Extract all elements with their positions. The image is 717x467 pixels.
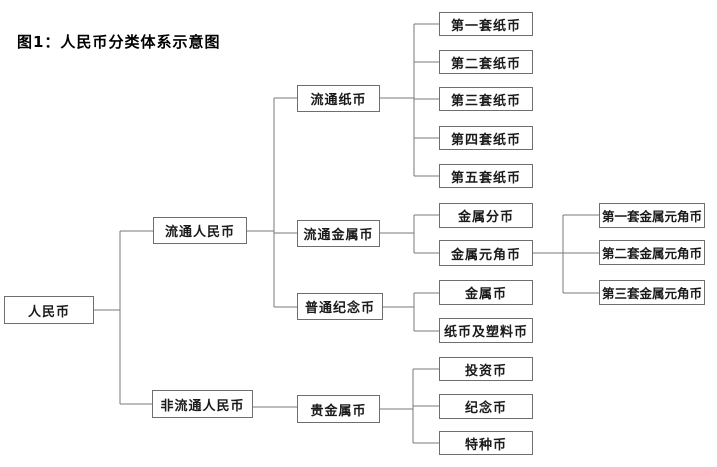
node-ordinary-commemorative-coins: 普通纪念币 [297,293,383,320]
node-commemorative-coins: 纪念币 [439,394,533,419]
node-paper-and-plastic-coins: 纸币及塑料币 [439,318,533,343]
node-investment-coins: 投资币 [439,357,533,381]
node-metal-yuan-jiao-series-1: 第一套金属元角币 [599,203,705,228]
node-metal-yuan-jiao-series-2: 第二套金属元角币 [599,240,705,265]
node-metal-yuan-jiao-series-3: 第三套金属元角币 [599,280,705,305]
node-metal-yuan-jiao-coins: 金属元角币 [439,240,533,266]
node-banknote-series-2: 第二套纸币 [439,50,533,74]
node-banknote-series-3: 第三套纸币 [439,87,533,111]
node-circulating-banknotes: 流通纸币 [297,85,380,112]
node-precious-metal-coins: 贵金属币 [297,395,380,423]
node-non-circulating-rmb: 非流通人民币 [152,390,253,418]
figure-title: 图1：人民币分类体系示意图 [17,33,221,51]
node-banknote-series-4: 第四套纸币 [439,126,533,150]
node-metal-fen-coins: 金属分币 [439,203,533,228]
node-circulating-metal-coins: 流通金属币 [297,220,380,247]
node-banknote-series-1: 第一套纸币 [439,12,533,36]
node-special-coins: 特种币 [439,431,533,455]
node-rmb: 人民币 [4,296,94,324]
node-banknote-series-5: 第五套纸币 [439,164,533,188]
node-circulating-rmb: 流通人民币 [153,217,247,244]
node-metal-coins: 金属币 [439,280,533,305]
